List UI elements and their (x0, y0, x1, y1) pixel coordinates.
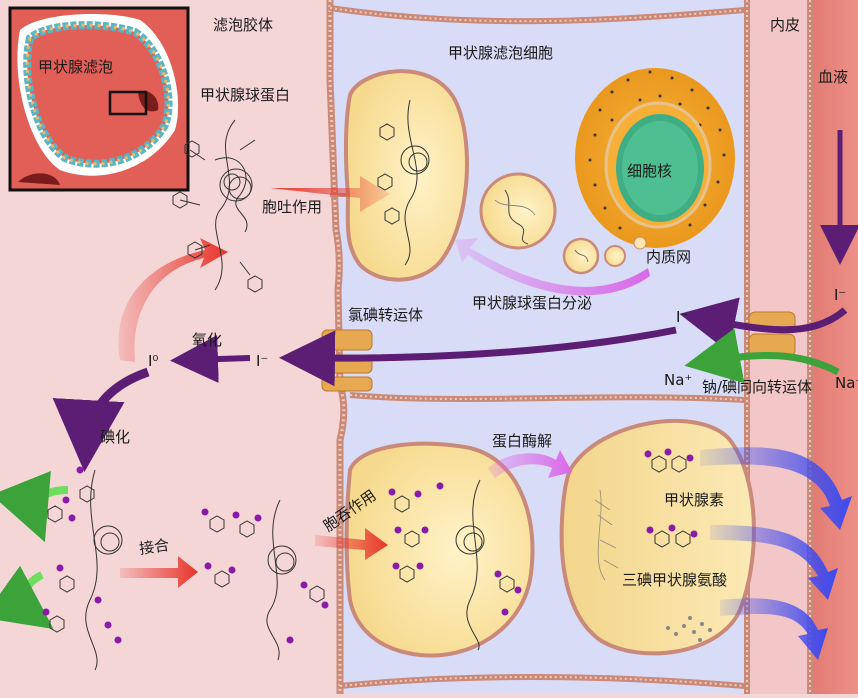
inset-label: 甲状腺滤泡 (38, 58, 113, 76)
follicular-cell-label: 甲状腺滤泡细胞 (448, 44, 553, 62)
sodium-out-label: Na⁺ (835, 374, 858, 392)
nis-transporter (748, 311, 796, 357)
endocytosis-arrow (315, 528, 388, 560)
thyroglobulin-label: 甲状腺球蛋白 (200, 86, 290, 104)
apical-membrane-dots (328, 0, 346, 694)
iodine-atom-label: I⁰ (148, 352, 158, 370)
blood-label: 血液 (818, 68, 848, 86)
iodination-label: 碘化 (100, 428, 130, 446)
exocytosis-vesicle (330, 69, 469, 282)
iodide-efflux-arrow (279, 326, 677, 387)
sodium-arrow (684, 328, 840, 384)
iodinated-thyroglobulin-1 (47, 469, 123, 671)
hormone-release-arrows (700, 447, 852, 660)
proteolysis-arrow (488, 450, 572, 478)
iodide-uptake-arrow (679, 297, 848, 353)
coupling-label: 接合 (138, 536, 170, 558)
nis-label: 钠/碘同向转运体 (702, 378, 812, 396)
proteolysis-label: 蛋白酶解 (492, 432, 552, 450)
nucleus-label: 细胞核 (627, 162, 672, 180)
iodination-green-arrow-1 (0, 470, 69, 543)
endocytosis-vesicle (344, 441, 535, 658)
iodine-atoms (42, 448, 698, 644)
t3-label: 三碘甲状腺氨酸 (622, 571, 727, 589)
endothelium-label: 内皮 (770, 16, 800, 34)
iodinated-thyroglobulin-3 (394, 479, 515, 651)
thyroglobulin-molecule-top (172, 119, 263, 293)
colloid-label: 滤泡胶体 (213, 16, 273, 34)
sodium-in-label: Na⁺ (664, 371, 692, 389)
iodide-blood-label: I⁻ (834, 286, 846, 304)
amino-acid-debris (666, 616, 712, 642)
thyroid-hormone-molecules (651, 455, 691, 548)
iodide-colloid-label: I⁻ (256, 352, 268, 370)
secretory-vesicles (479, 172, 626, 275)
secretion-arrow (455, 238, 650, 296)
iodide-cell-label: I⁻ (676, 308, 688, 326)
thyroglobulin-molecule-exocytosis (377, 99, 430, 266)
secretion-label: 甲状腺球蛋白分泌 (472, 294, 592, 312)
oxidation-label: 氧化 (192, 331, 222, 349)
exocytosis-label: 胞吐作用 (262, 198, 322, 216)
t4-label: 甲状腺素 (664, 491, 724, 509)
iodinated-thyroglobulin-2 (209, 499, 325, 661)
er-label: 内质网 (646, 248, 691, 266)
lysosome (559, 419, 756, 656)
lateral-membrane (349, 392, 746, 403)
oxidation-arrow (170, 335, 251, 384)
coupling-arrow (120, 556, 198, 588)
follicle-inset: 甲状腺滤泡 (8, 6, 190, 192)
thyroglobulin-to-iodination-arrow (118, 238, 228, 362)
pendrin-label: 氯碘转运体 (348, 306, 423, 324)
iodination-arrow (52, 367, 150, 472)
exocytosis-arrow (270, 176, 390, 212)
nucleus-with-er: 细胞核 (575, 68, 735, 250)
iodination-green-arrow-2 (0, 565, 54, 629)
